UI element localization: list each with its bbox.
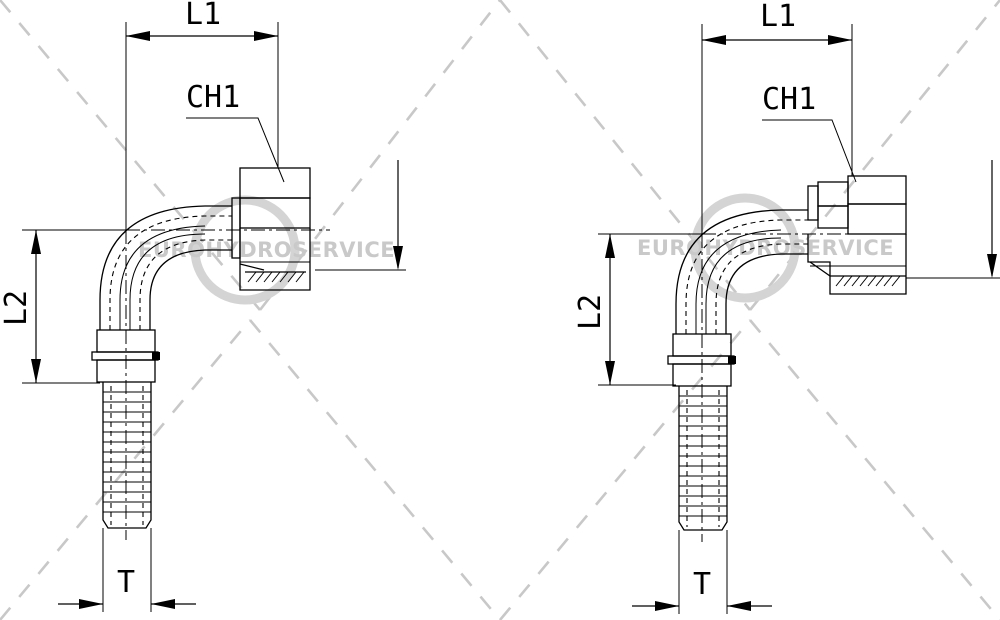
watermark-logo-left: EUROHYDROSERVICE [138, 195, 395, 305]
left-nut-ch1 [231, 167, 311, 291]
right-l1-label: L1 [760, 0, 796, 34]
left-ch1-label: CH1 [186, 80, 240, 115]
right-fitting-drawing: L1 CH1 L2 [573, 0, 1000, 614]
right-t-label: T [693, 567, 711, 602]
left-elbow-body [99, 205, 232, 330]
right-hose-tail [678, 386, 728, 531]
left-ch1-callout: CH1 [186, 80, 285, 183]
left-hose-tail [102, 382, 152, 529]
left-l1-dimension: L1 [125, 0, 279, 230]
left-l2-label: L2 [0, 290, 34, 326]
left-nut-thread [247, 271, 305, 283]
left-l1-label: L1 [185, 0, 221, 32]
right-l2-dimension: L2 [573, 233, 702, 386]
left-l2-dimension: L2 [0, 229, 126, 384]
right-ch1-label: CH1 [762, 82, 816, 117]
left-t-label: T [117, 565, 135, 600]
watermark-text-right: EUROHYDROSERVICE [637, 236, 894, 260]
watermark-text-left: EUROHYDROSERVICE [138, 238, 395, 262]
right-elbow-body [675, 209, 808, 334]
right-height-arrow [906, 160, 1000, 279]
right-t-dimension: T [632, 530, 772, 614]
watermark-logo-right: EUROHYDROSERVICE [637, 193, 894, 303]
right-ch1-callout: CH1 [762, 82, 857, 183]
right-nut-ch1 [807, 175, 907, 295]
right-collar [667, 333, 736, 387]
left-collar [91, 329, 160, 383]
right-l1-dimension: L1 [701, 0, 853, 234]
left-fitting-drawing: L1 CH1 L2 [0, 0, 406, 612]
left-height-arrow [315, 160, 406, 271]
right-nut-thread [835, 275, 901, 287]
left-t-dimension: T [58, 528, 196, 612]
right-l2-label: L2 [573, 294, 608, 330]
